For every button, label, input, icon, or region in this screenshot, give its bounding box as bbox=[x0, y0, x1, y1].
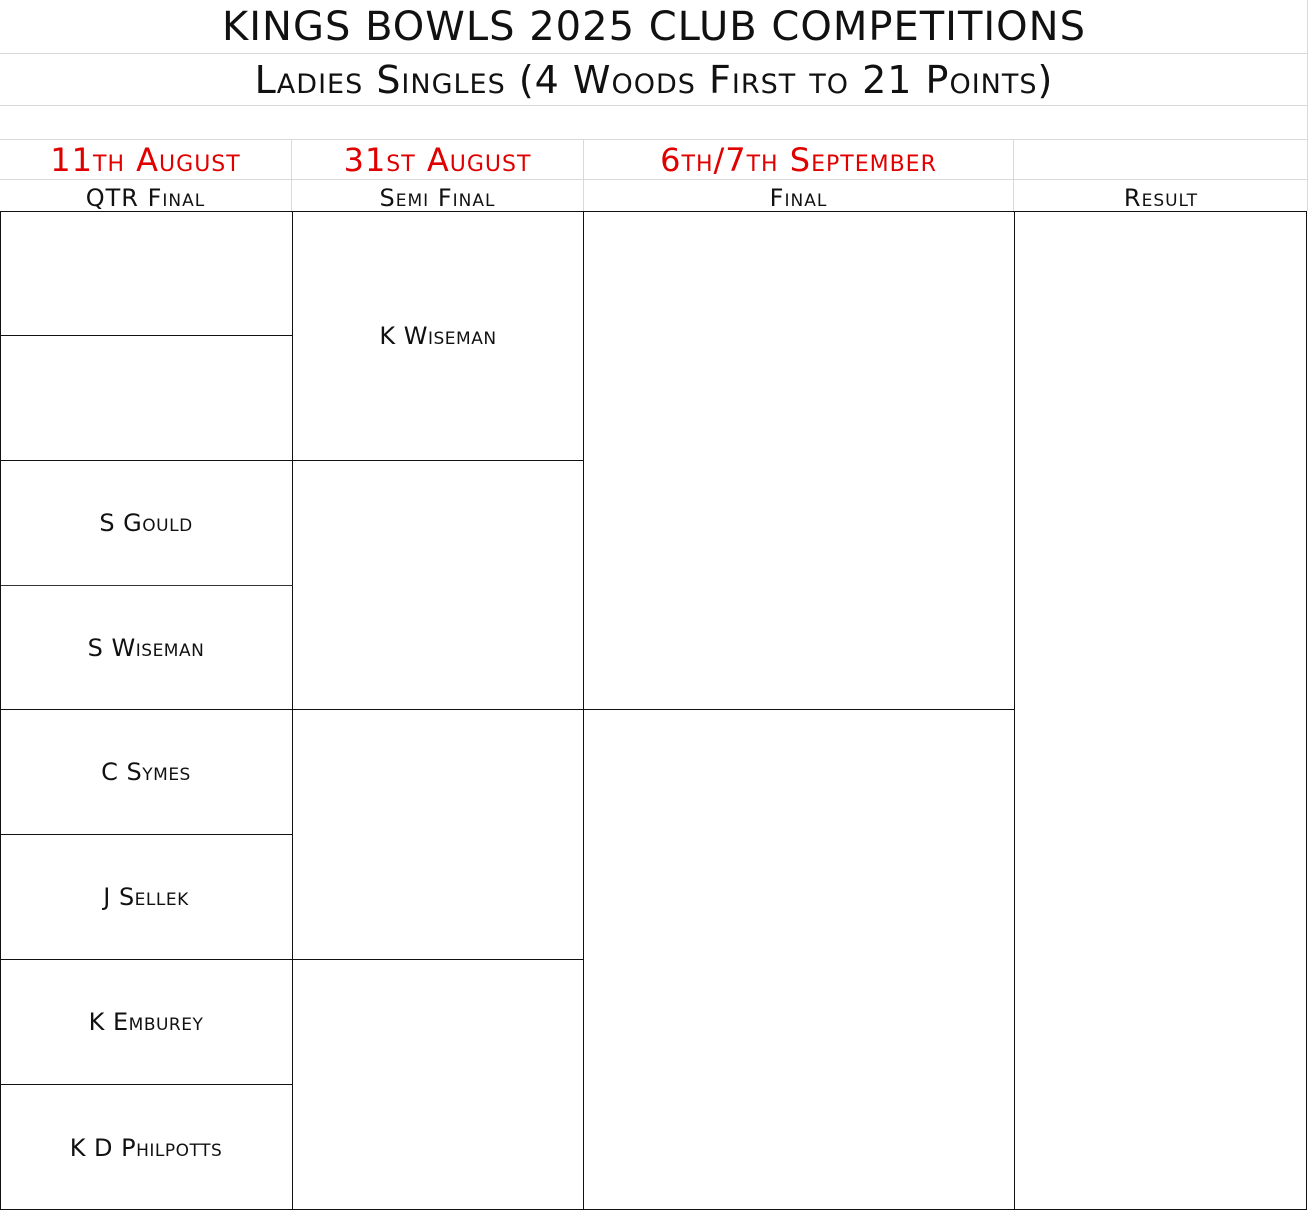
result-slot bbox=[1015, 211, 1307, 1210]
semi-final-slot-1: K Wiseman bbox=[293, 211, 584, 461]
quarter-final-slot-8: K D Philpotts bbox=[0, 1085, 293, 1210]
semi-final-slot-3 bbox=[293, 710, 584, 960]
competition-subtitle: Ladies Singles (4 Woods First to 21 Poin… bbox=[0, 54, 1308, 106]
quarter-final-slot-4: S Wiseman bbox=[0, 586, 293, 710]
column-header-semi-final: Semi Final bbox=[292, 180, 584, 212]
final-slot-1 bbox=[584, 211, 1015, 710]
date-quarter-final: 11th August bbox=[0, 140, 292, 180]
final-slot-2 bbox=[584, 710, 1015, 1210]
quarter-final-slot-2 bbox=[0, 336, 293, 461]
column-header-final: Final bbox=[584, 180, 1014, 212]
quarter-final-slot-1 bbox=[0, 211, 293, 336]
date-semi-final: 31st August bbox=[292, 140, 584, 180]
quarter-final-slot-7: K Emburey bbox=[0, 960, 293, 1085]
date-final: 6th/7th September bbox=[584, 140, 1014, 180]
quarter-final-slot-6: J Sellek bbox=[0, 835, 293, 960]
semi-final-slot-2 bbox=[293, 461, 584, 710]
quarter-final-slot-3: S Gould bbox=[0, 461, 293, 586]
column-header-quarter-final: QTR Final bbox=[0, 180, 292, 212]
date-result bbox=[1014, 140, 1308, 180]
semi-final-slot-4 bbox=[293, 960, 584, 1210]
column-header-result: Result bbox=[1123, 183, 1199, 212]
sheet-title: KINGS BOWLS 2025 CLUB COMPETITIONS bbox=[0, 0, 1308, 54]
spacer-row bbox=[0, 106, 1308, 140]
quarter-final-slot-5: C Symes bbox=[0, 710, 293, 835]
